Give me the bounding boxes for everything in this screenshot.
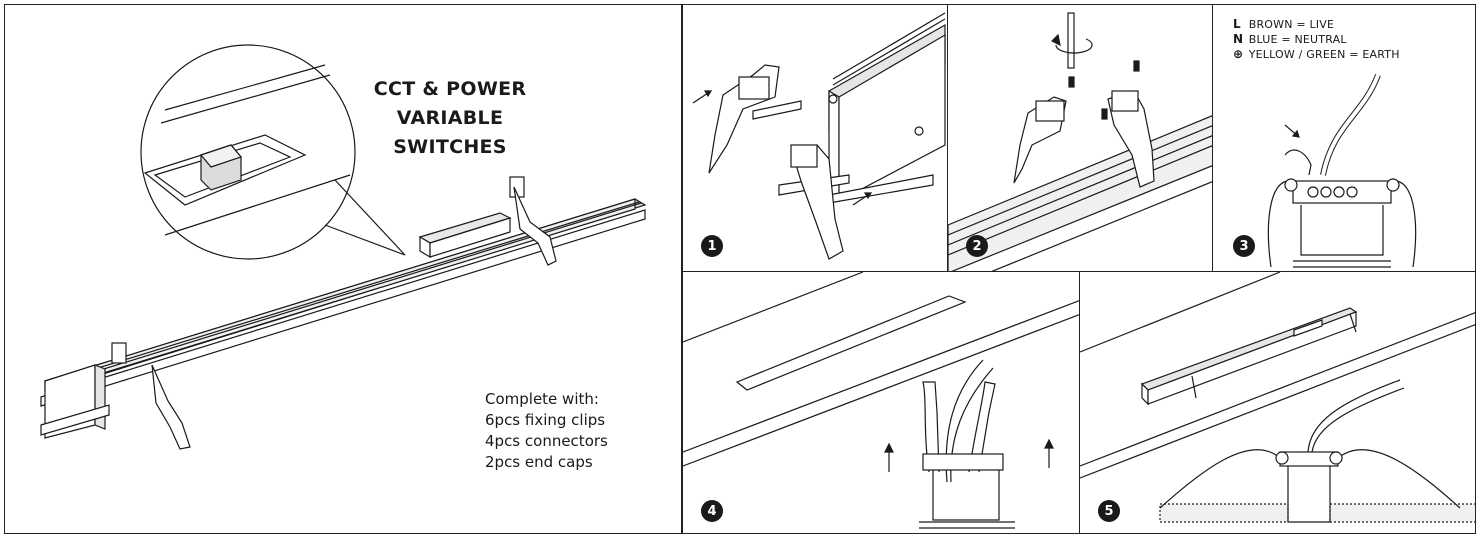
- step-number-badge: 4: [701, 500, 723, 522]
- step-number-badge: 3: [1233, 235, 1255, 257]
- package-contents: Complete with: 6pcs fixing clips 4pcs co…: [485, 389, 608, 473]
- earth-icon: ⊕: [1233, 47, 1244, 61]
- wiring-legend: L BROWN = LIVE N BLUE = NEUTRAL ⊕ YELLOW…: [1233, 17, 1400, 62]
- heading-line: VARIABLE: [396, 107, 504, 129]
- fixing-clip: [111, 342, 191, 450]
- switch-callout-heading: CCT & POWER VARIABLE SWITCHES: [350, 75, 550, 162]
- step-number-badge: 5: [1098, 500, 1120, 522]
- contents-item: 6pcs fixing clips: [485, 411, 606, 429]
- legend-live: L BROWN = LIVE: [1233, 17, 1400, 32]
- live-code: L: [1233, 17, 1241, 31]
- step-number-badge: 1: [701, 235, 723, 257]
- heading-line: SWITCHES: [393, 136, 507, 158]
- fixing-clip: [509, 176, 557, 266]
- contents-item: 2pcs end caps: [485, 453, 593, 471]
- step-4-panel: 4: [682, 271, 1080, 534]
- clip-attach-drawing: [692, 12, 946, 260]
- live-text: BROWN = LIVE: [1248, 18, 1335, 31]
- legend-earth: ⊕ YELLOW / GREEN = EARTH: [1233, 47, 1400, 62]
- step-number-badge: 2: [966, 235, 988, 257]
- luminaire-overview-drawing: [40, 44, 647, 450]
- ceiling-cutout-drawing: [683, 272, 1079, 529]
- earth-text: YELLOW / GREEN = EARTH: [1248, 48, 1400, 61]
- neutral-text: BLUE = NEUTRAL: [1248, 33, 1347, 46]
- clip-screw-drawing: [948, 12, 1212, 271]
- contents-item: 4pcs connectors: [485, 432, 608, 450]
- wiring-connect-drawing: [1267, 73, 1417, 268]
- contents-title: Complete with:: [485, 390, 599, 408]
- step-3-panel: L BROWN = LIVE N BLUE = NEUTRAL ⊕ YELLOW…: [1212, 4, 1476, 272]
- neutral-code: N: [1233, 32, 1244, 46]
- legend-neutral: N BLUE = NEUTRAL: [1233, 32, 1400, 47]
- heading-line: CCT & POWER: [373, 78, 527, 100]
- installed-luminaire-drawing: [1080, 272, 1475, 523]
- step-5-panel: 5: [1079, 271, 1476, 534]
- step-1-panel: 1: [682, 4, 948, 272]
- step-2-panel: 2: [947, 4, 1213, 272]
- main-overview-panel: CCT & POWER VARIABLE SWITCHES Complete w…: [4, 4, 682, 534]
